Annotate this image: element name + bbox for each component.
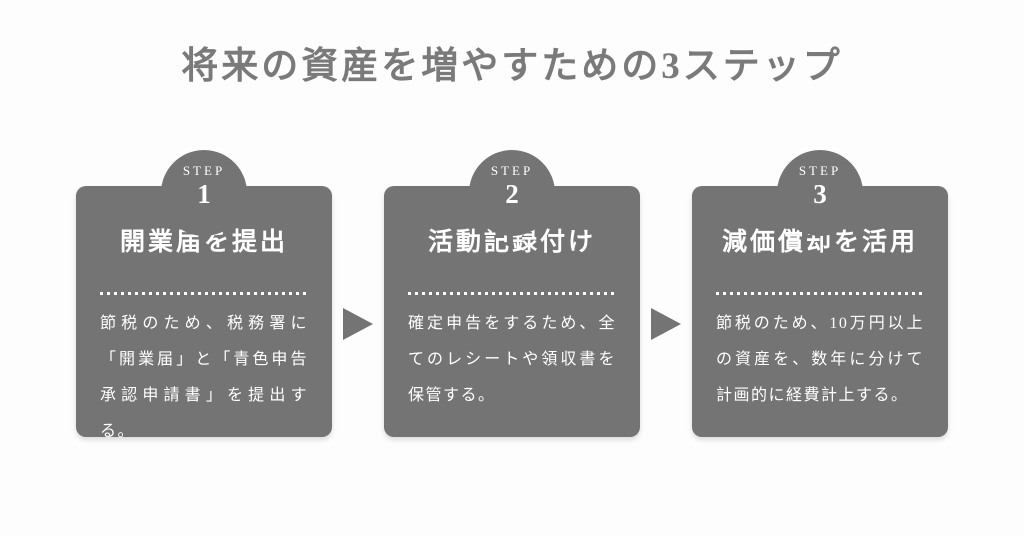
step-2-description: 確定申告をするため、全てのレシートや領収書を保管する。 xyxy=(408,315,616,405)
badge-step-number: 3 xyxy=(813,179,827,210)
infographic-canvas: 将来の資産を増やすための3ステップ STEP 1 開業届を提出 節税のため、税務… xyxy=(0,45,1024,536)
step-3-badge: STEP 3 xyxy=(777,150,863,237)
badge-step-number: 1 xyxy=(197,179,211,210)
badge-step-number: 2 xyxy=(505,179,519,210)
step-3-description: 節税のため、10万円以上の資産を、数年に分けて計画的に経費計上する。 xyxy=(716,315,924,405)
arrow-right-icon xyxy=(640,308,692,341)
page-title: 将来の資産を増やすための3ステップ xyxy=(181,46,843,87)
step-card-3: STEP 3 減価償却を活用 節税のため、10万円以上の資産を、数年に分けて計画… xyxy=(692,150,948,438)
step-2-badge: STEP 2 xyxy=(469,150,555,237)
badge-step-label: STEP xyxy=(182,163,226,179)
badge-step-label: STEP xyxy=(490,163,534,179)
step-card-1: STEP 1 開業届を提出 節税のため、税務署に「開業届」と「青色申告承認申請書… xyxy=(76,150,332,440)
step-1-description: 節税のため、税務署に「開業届」と「青色申告承認申請書」を提出する。 xyxy=(100,315,308,441)
badge-step-label: STEP xyxy=(798,163,842,179)
step-card-2: STEP 2 活動記録付け 確定申告をするため、全てのレシートや領収書を保管する… xyxy=(384,150,640,438)
arrow-right-icon xyxy=(332,308,384,341)
dotted-divider xyxy=(408,292,616,296)
arrow-triangle xyxy=(651,308,681,341)
steps-row: STEP 1 開業届を提出 節税のため、税務署に「開業届」と「青色申告承認申請書… xyxy=(0,150,1024,440)
arrow-triangle xyxy=(343,308,373,341)
step-1-badge: STEP 1 xyxy=(161,150,247,237)
dotted-divider xyxy=(716,292,924,296)
dotted-divider xyxy=(100,292,308,296)
